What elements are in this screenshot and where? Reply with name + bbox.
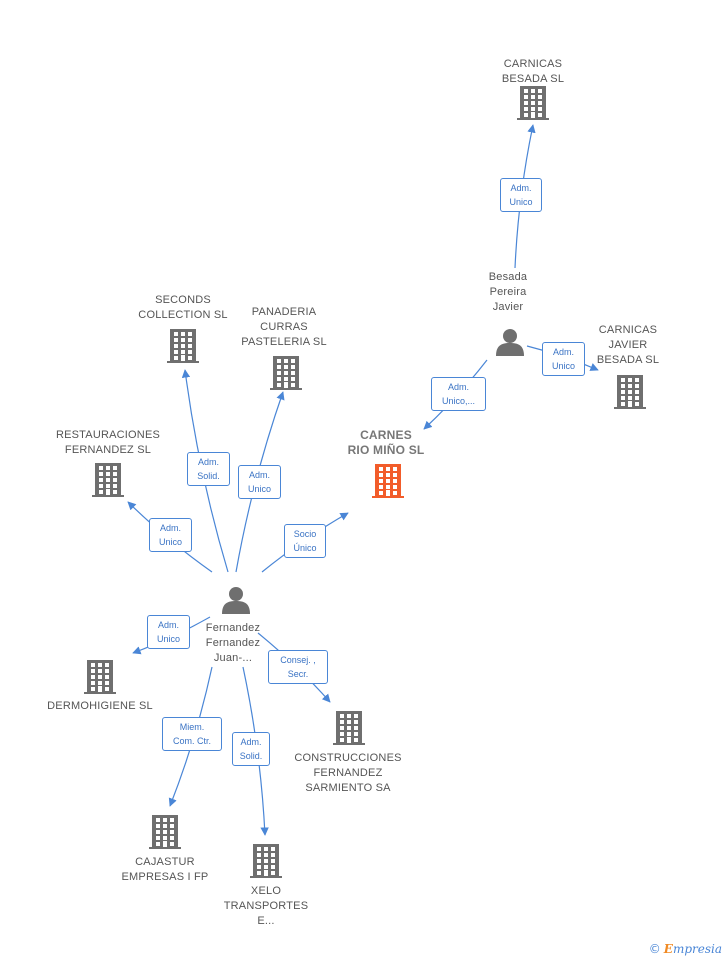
edge-role-label: Adm. Unico xyxy=(500,178,542,212)
building-icon xyxy=(517,86,549,120)
node-label-seconds[interactable]: SECONDS COLLECTION SL xyxy=(138,294,228,321)
brand-name: mpresia xyxy=(672,942,722,956)
node-label-xelo[interactable]: XELO TRANSPORTES E... xyxy=(223,885,309,927)
brand-initial: E xyxy=(663,942,673,956)
building-icon xyxy=(270,356,302,390)
node-label-carnes-riomino[interactable]: CARNES RIO MIÑO SL xyxy=(347,428,425,457)
building-icon xyxy=(614,375,646,409)
node-label-fernandez[interactable]: Fernandez Fernandez Juan-... xyxy=(205,622,261,664)
node-label-cajastur[interactable]: CAJASTUR EMPRESAS I FP xyxy=(121,856,209,883)
empresia-watermark: ©Empresia xyxy=(649,942,722,956)
edge-role-label: Adm. Unico xyxy=(542,342,585,376)
edge-role-label: Adm. Unico xyxy=(238,465,281,499)
edge-role-label: Socio Único xyxy=(284,524,326,558)
edge-role-label: Adm. Unico,... xyxy=(431,377,486,411)
node-label-dermohigiene[interactable]: DERMOHIGIENE SL xyxy=(47,700,153,712)
person-icon xyxy=(496,329,524,356)
building-icon xyxy=(167,329,199,363)
node-label-carnicas-besada[interactable]: CARNICAS BESADA SL xyxy=(501,58,565,85)
edge-role-label: Consej. , Secr. xyxy=(268,650,328,684)
edge-role-label: Miem. Com. Ctr. xyxy=(162,717,222,751)
person-icon xyxy=(222,587,250,614)
building-icon xyxy=(149,815,181,849)
copyright-icon: © xyxy=(648,942,661,956)
edge-role-label: Adm. Solid. xyxy=(187,452,230,486)
node-label-restauraciones[interactable]: RESTAURACIONES FERNANDEZ SL xyxy=(55,429,161,456)
node-label-construcciones[interactable]: CONSTRUCCIONES FERNANDEZ SARMIENTO SA xyxy=(294,752,402,794)
edge-role-label: Adm. Solid. xyxy=(232,732,270,766)
edge-role-label: Adm. Unico xyxy=(149,518,192,552)
edge-role-label: Adm. Unico xyxy=(147,615,190,649)
node-label-carnicas-javier[interactable]: CARNICAS JAVIER BESADA SL xyxy=(596,324,660,366)
building-icon xyxy=(250,844,282,878)
node-label-besada-pereira[interactable]: Besada Pereira Javier xyxy=(488,271,528,313)
building-icon xyxy=(333,711,365,745)
building-icon xyxy=(372,464,404,498)
building-icon xyxy=(84,660,116,694)
building-icon xyxy=(92,463,124,497)
node-label-panaderia[interactable]: PANADERIA CURRAS PASTELERIA SL xyxy=(241,306,327,348)
